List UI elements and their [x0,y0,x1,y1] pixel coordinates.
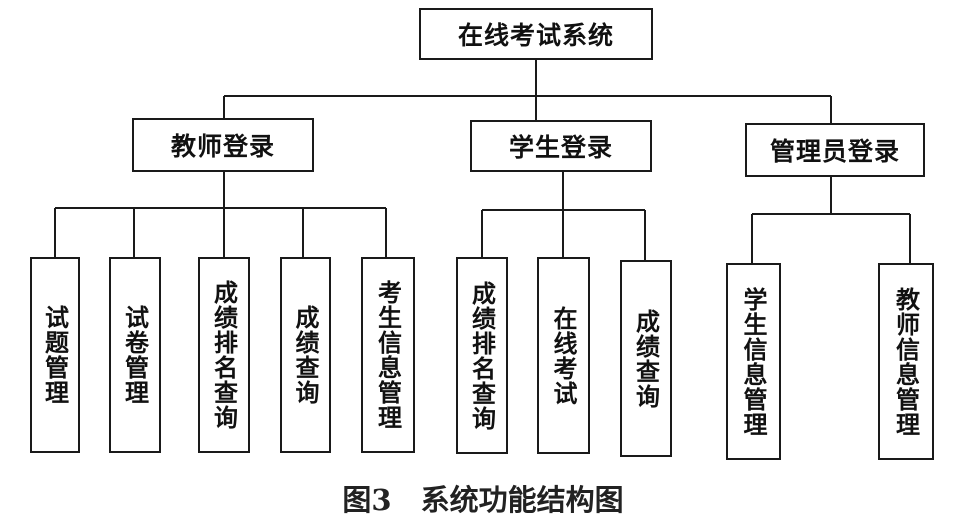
teacher-item-examinee-info-management: 考生信息管理 [361,257,415,453]
admin-login-node: 管理员登录 [745,123,925,177]
teacher-item-paper-management: 试卷管理 [109,257,161,453]
student-login-node: 学生登录 [470,120,652,172]
student-item-score-ranking-query: 成绩排名查询 [456,257,508,454]
admin-item-student-info-management: 学生信息管理 [726,263,781,460]
admin-item-teacher-info-management: 教师信息管理 [878,263,934,460]
teacher-item-question-management: 试题管理 [30,257,80,453]
root-node: 在线考试系统 [419,8,653,60]
teacher-item-score-ranking-query: 成绩排名查询 [198,257,250,453]
student-item-online-exam: 在线考试 [537,257,590,454]
teacher-item-score-query: 成绩查询 [280,257,331,453]
figure-caption: 图3 系统功能结构图 [342,483,624,517]
teacher-login-node: 教师登录 [132,118,314,172]
student-item-score-query: 成绩查询 [620,260,672,457]
